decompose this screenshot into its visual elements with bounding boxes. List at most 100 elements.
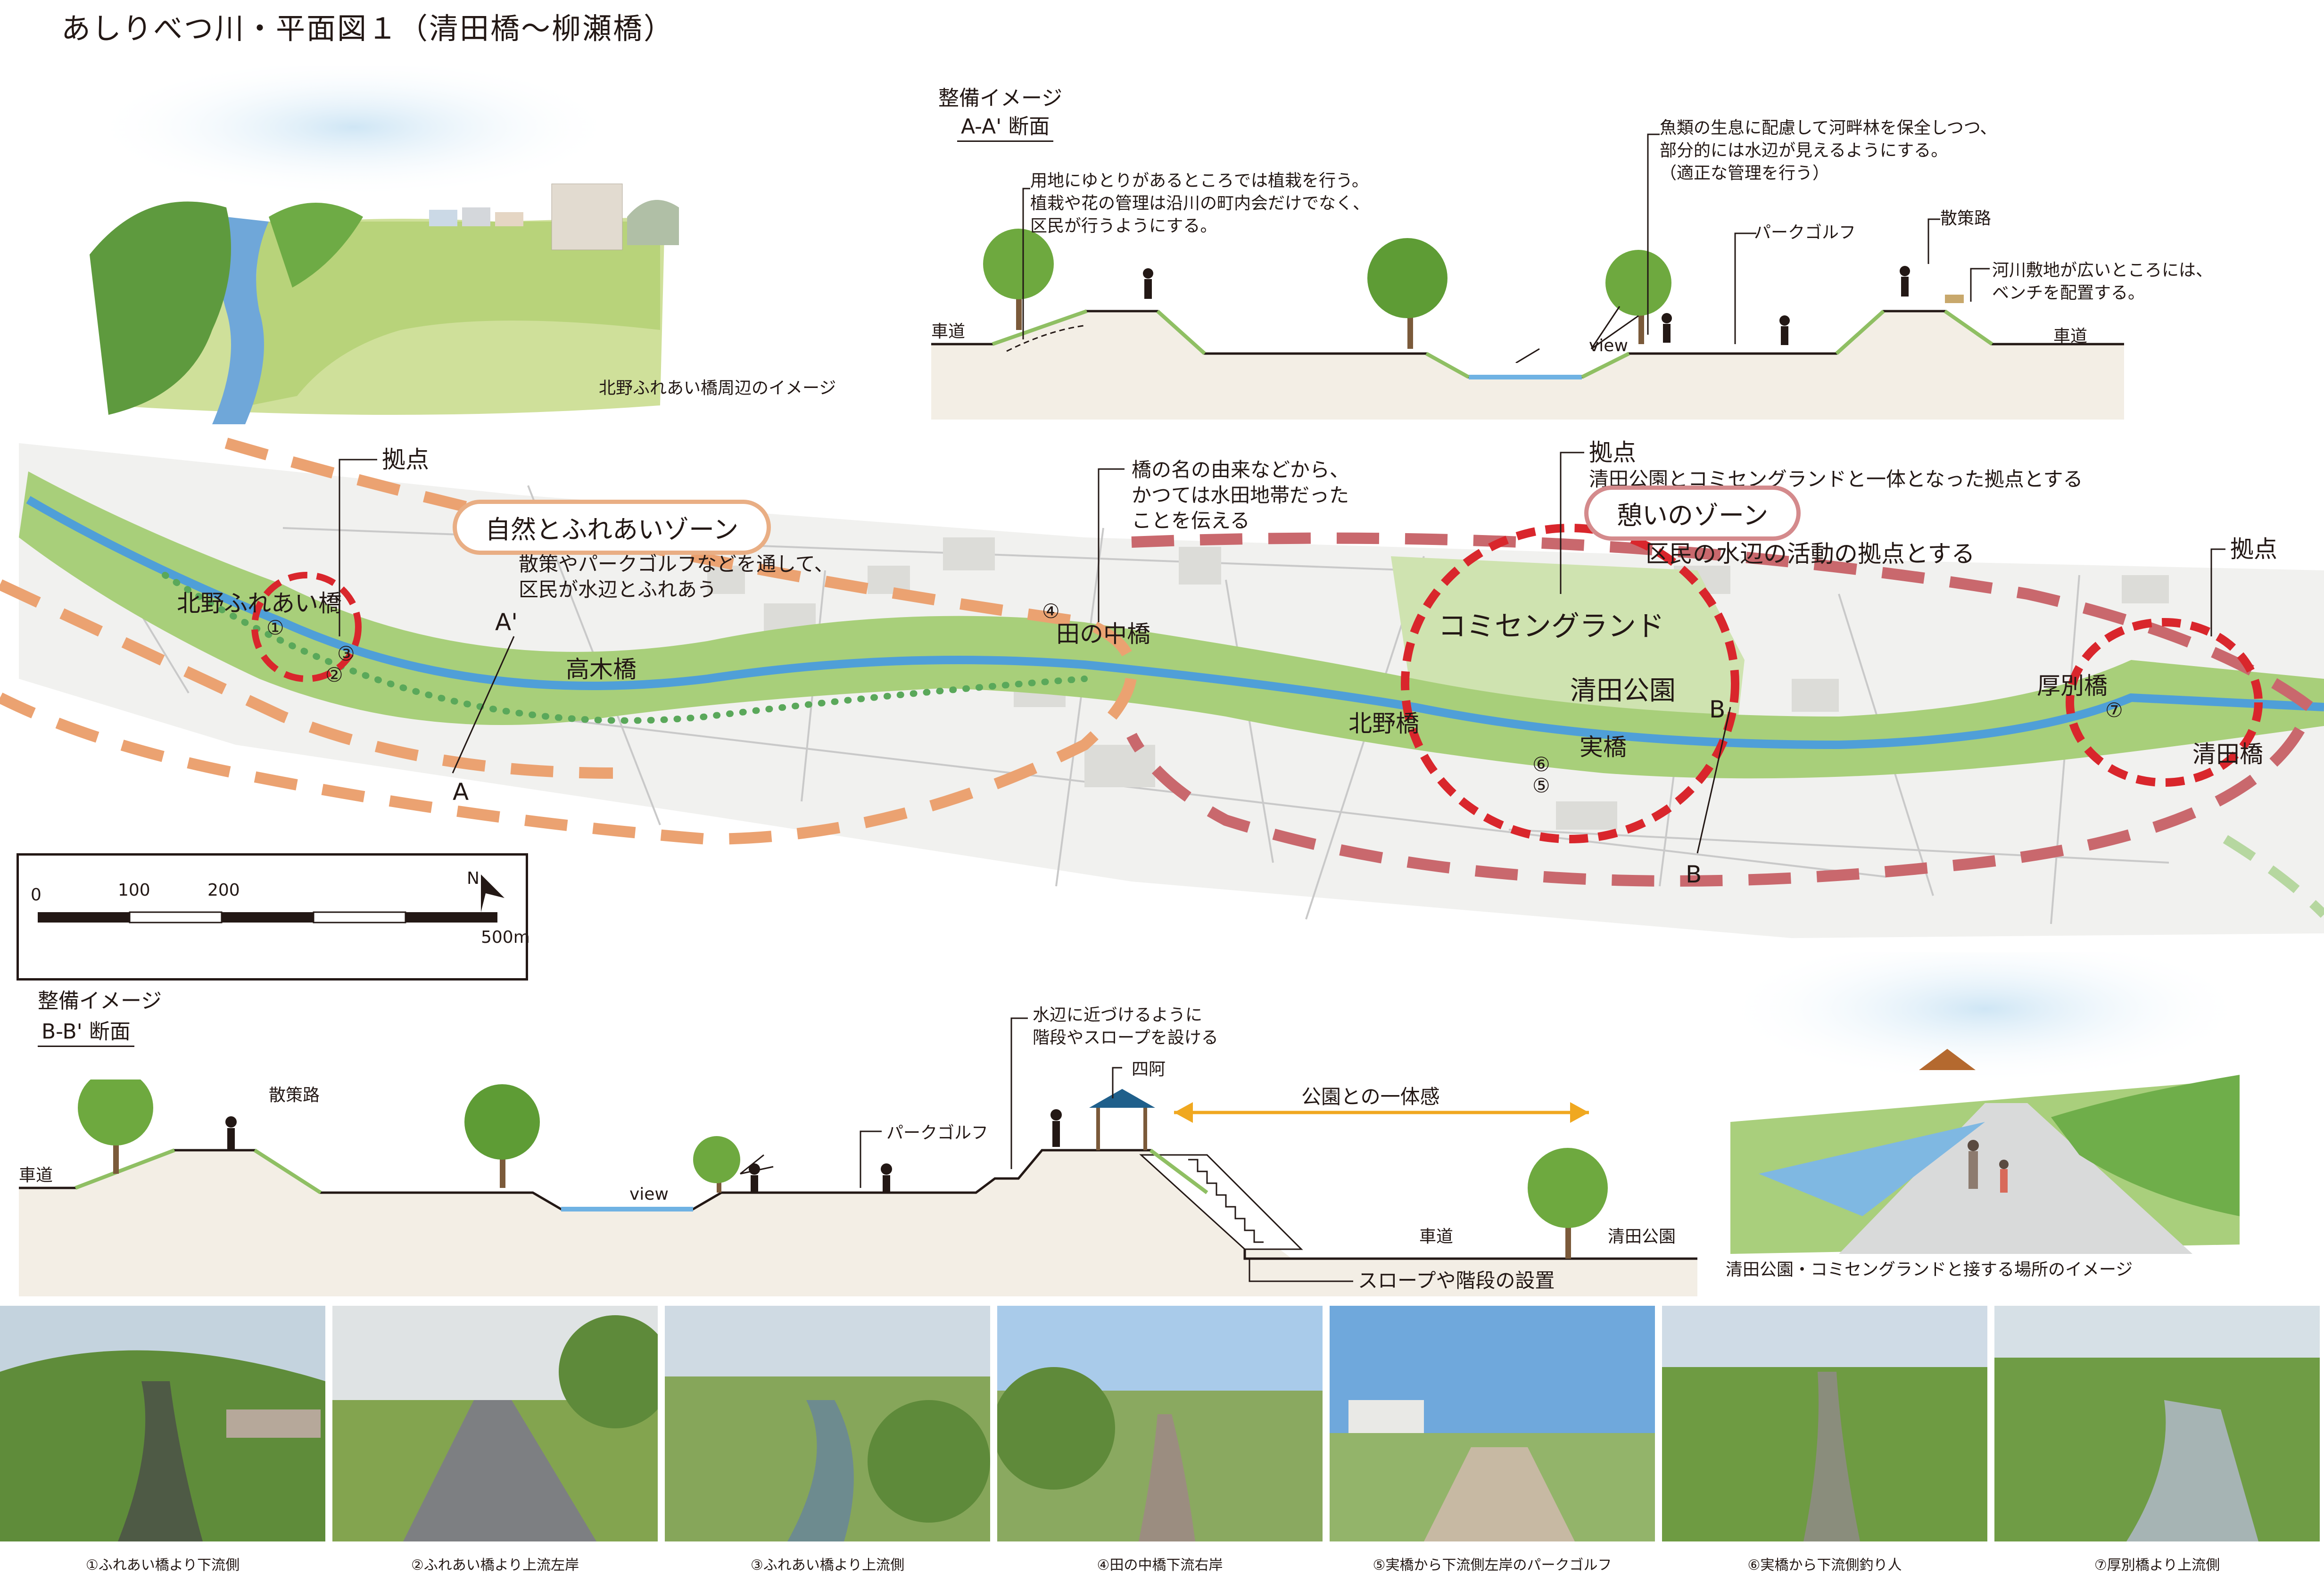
bench-icon xyxy=(1945,295,1964,303)
photo-3-caption: ③ふれあい橋より上流側 xyxy=(750,1557,905,1574)
viewpoint-2: ② xyxy=(325,663,343,686)
photo-4-caption: ④田の中橋下流右岸 xyxy=(1097,1557,1223,1574)
section-bb-label-azumaya: 四阿 xyxy=(1132,1060,1166,1079)
viewpoint-3: ③ xyxy=(337,642,355,665)
section-aa-road-right: 車道 xyxy=(2053,327,2088,346)
tree-icon xyxy=(464,1084,540,1188)
page-title: あしりべつ川・平面図１（清田橋〜柳瀬橋） xyxy=(61,11,675,46)
tree-icon xyxy=(693,1136,740,1193)
photo-2 xyxy=(332,1306,658,1541)
section-aa-note-bench: 河川敷地が広いところには、 ベンチを配置する。 xyxy=(1992,261,2213,303)
marker-a: A xyxy=(453,778,469,806)
section-bb-subheading: B-B' 断面 xyxy=(38,1018,134,1047)
tree-icon xyxy=(78,1070,153,1174)
section-aa-leaders xyxy=(1022,133,1990,344)
kyoten-left-label: 拠点 xyxy=(382,446,429,473)
kyoten-right-label: 拠点 xyxy=(2230,536,2277,563)
person-icon xyxy=(1900,266,1910,297)
scale-bar: 0 100 200 500m N xyxy=(17,853,530,981)
section-aa-subheading: A-A' 断面 xyxy=(957,113,1054,142)
tanonaka-note: 橋の名の由来などから、 かつては水田地帯だった ことを伝える xyxy=(1132,458,1350,532)
photo-6-caption: ⑥実橋から下流側釣り人 xyxy=(1747,1557,1902,1574)
person-icon xyxy=(1999,1160,2009,1193)
section-bb-park-unity: 公園との一体感 xyxy=(1301,1085,1440,1108)
place-kiyota-park: 清田公園 xyxy=(1570,676,1676,706)
photo-7 xyxy=(1994,1306,2320,1541)
marker-b-bottom: B xyxy=(1686,861,1702,888)
river-landscape-illustration xyxy=(90,66,679,424)
kyoten-center-label: 拠点 xyxy=(1589,439,1636,466)
plan-map: 0 100 200 500m N 拠点 自然とふれあいゾーン 散策やパークゴルフ… xyxy=(0,415,2324,995)
azumaya-icon xyxy=(1089,1089,1155,1150)
photo-7-caption: ⑦厚別橋より上流側 xyxy=(2094,1557,2220,1574)
person-icon xyxy=(1779,315,1790,345)
person-icon xyxy=(881,1163,892,1193)
section-aa-heading: 整備イメージ xyxy=(938,86,1063,110)
tree-icon xyxy=(983,229,1054,330)
person-icon xyxy=(1968,1140,1979,1189)
right-illustration-caption: 清田公園・コミセングランドと接する場所のイメージ xyxy=(1726,1260,2133,1279)
photo-5-caption: ⑤実橋から下流側左岸のパークゴルフ xyxy=(1373,1557,1612,1574)
section-bb-leaders xyxy=(860,1017,1353,1282)
zone-nature-pill: 自然とふれあいゾーン xyxy=(453,500,771,555)
right-illustration: 清田公園・コミセングランドと接する場所のイメージ xyxy=(1721,952,2258,1292)
section-bb-road-left: 車道 xyxy=(19,1166,53,1185)
scale-tick-500m: 500m xyxy=(481,928,530,947)
bridge-tanonaka: 田の中橋 xyxy=(1056,620,1150,648)
section-bb-road-right: 車道 xyxy=(1419,1227,1454,1246)
photo-2-caption: ②ふれあい橋より上流左岸 xyxy=(411,1557,579,1574)
person-icon xyxy=(1143,268,1153,299)
section-bb-label-walkway: 散策路 xyxy=(269,1086,320,1105)
section-aa-trees xyxy=(983,229,1964,363)
bridge-mi: 実橋 xyxy=(1580,733,1627,761)
scale-tick-100: 100 xyxy=(118,881,150,900)
photo-3 xyxy=(665,1306,990,1541)
tree-icon xyxy=(1605,250,1671,344)
scale-tick-0: 0 xyxy=(31,885,41,905)
viewpoint-6: ⑥ xyxy=(1532,753,1550,776)
section-aa-label-parkgolf: パークゴルフ xyxy=(1754,223,1856,242)
park-unity-arrow-icon xyxy=(1174,1102,1589,1123)
section-bb-label-parkgolf: パークゴルフ xyxy=(886,1123,989,1143)
river-line xyxy=(26,496,2324,750)
viewpoint-4: ④ xyxy=(1042,600,1060,623)
scale-tick-200: 200 xyxy=(207,881,240,900)
section-aa-note-fish: 魚類の生息に配慮して河畔林を保全しつつ、 部分的には水辺が見えるようにする。 （… xyxy=(1660,118,1997,183)
top-illustration: 北野ふれあい橋周辺のイメージ xyxy=(71,66,896,424)
zone-rest-desc: 区民の水辺の活動の拠点とする xyxy=(1646,540,1975,568)
water-level-icon xyxy=(1515,348,1540,363)
section-bb-label-kiyota-park: 清田公園 xyxy=(1608,1227,1676,1246)
section-bb-label-view: view xyxy=(629,1185,669,1204)
marker-b-top: B xyxy=(1709,696,1726,723)
zone-nature-desc: 散策やパークゴルフなどを通して、 区民が水辺とふれあう xyxy=(519,552,834,601)
viewpoint-5: ⑤ xyxy=(1532,774,1550,797)
bridge-kiyota: 清田橋 xyxy=(2192,741,2263,768)
view-lines xyxy=(1590,306,1639,350)
section-aa-diagram xyxy=(931,264,2124,420)
top-illustration-caption: 北野ふれあい橋周辺のイメージ xyxy=(599,379,836,398)
marker-a-prime: A' xyxy=(495,609,518,636)
viewpoint-7: ⑦ xyxy=(2105,699,2123,722)
section-aa-view: view xyxy=(1589,336,1628,355)
photo-4 xyxy=(997,1306,1323,1541)
bridge-kitano-fureai: 北野ふれあい橋 xyxy=(177,590,342,617)
section-bb-note-steps: 水辺に近づけるように 階段やスロープを設ける xyxy=(1033,1005,1218,1047)
zone-rest-pill: 憩いのゾーン xyxy=(1584,486,1801,541)
bridge-atsubetsu: 厚別橋 xyxy=(2037,672,2108,700)
section-bb-diagram xyxy=(19,1070,1697,1296)
section-aa-road-left: 車道 xyxy=(931,322,966,341)
viewpoint-1: ① xyxy=(266,616,284,639)
photo-6 xyxy=(1662,1306,1987,1541)
section-bb-slope-note: スロープや階段の設置 xyxy=(1358,1269,1555,1292)
photo-1 xyxy=(0,1306,325,1541)
scale-north-label: N xyxy=(467,869,480,888)
map-leader-lines xyxy=(339,452,2225,854)
photo-5 xyxy=(1330,1306,1655,1541)
tree-icon xyxy=(1528,1148,1608,1259)
bridge-kitano: 北野橋 xyxy=(1348,710,1419,737)
person-icon xyxy=(1050,1109,1062,1147)
section-aa-note-planting: 用地にゆとりがあるところでは植栽を行う。 植栽や花の管理は沿川の町内会だけでなく… xyxy=(1030,171,1370,236)
tree-icon xyxy=(1367,238,1447,349)
bridge-takagi: 高木橋 xyxy=(566,656,637,683)
place-comicen: コミセングランド xyxy=(1438,610,1664,643)
